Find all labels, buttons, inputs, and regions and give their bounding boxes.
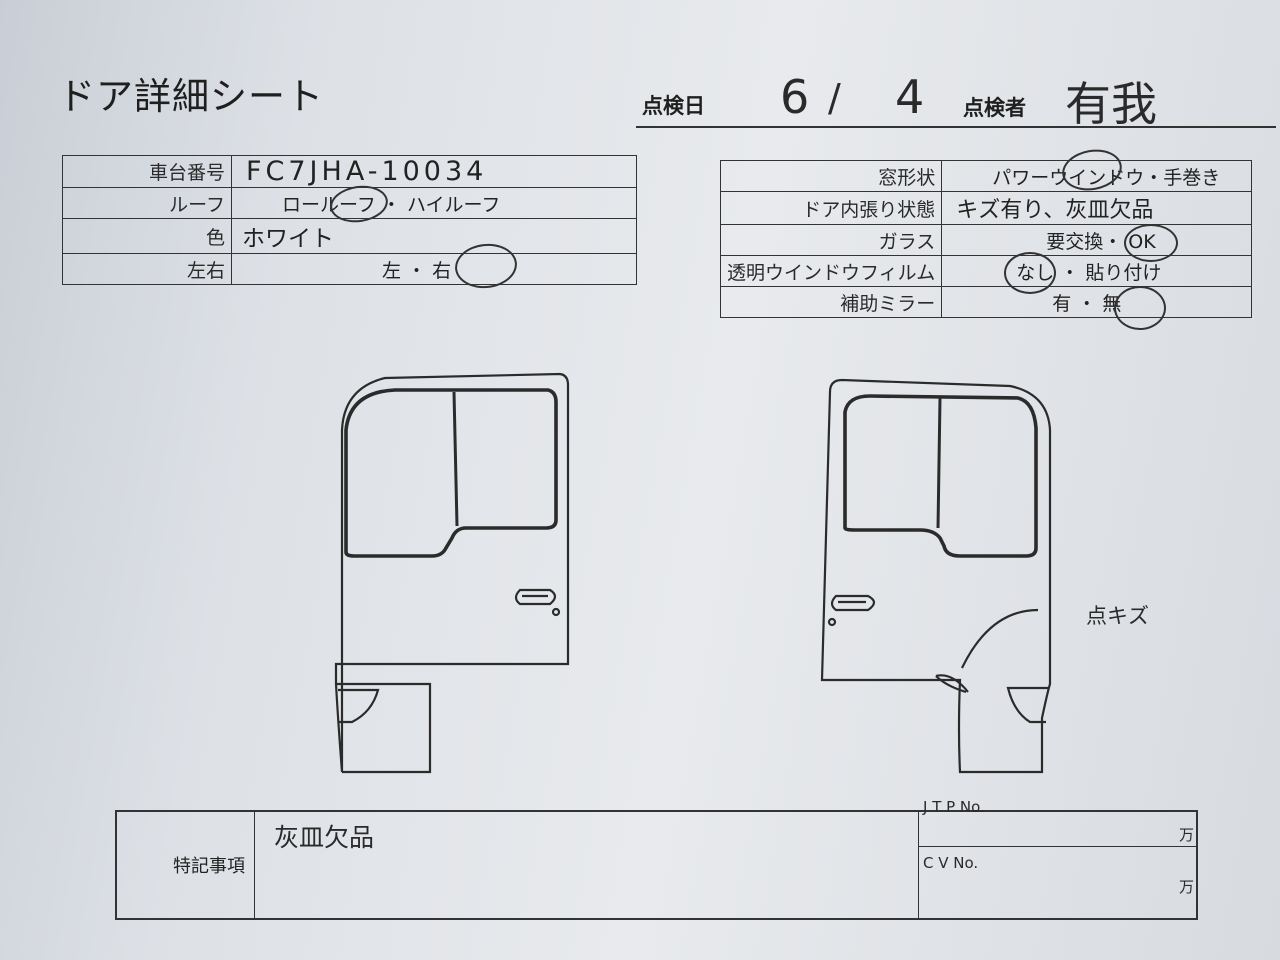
table-row: ルーフ ロールーフ ・ ハイルーフ bbox=[62, 187, 637, 219]
inspection-date-label: 点検日 bbox=[642, 94, 705, 118]
trim-condition-value: キズ有り、灰皿欠品 bbox=[941, 191, 1252, 225]
chassis-number-value: FC7JHA-10034 bbox=[231, 155, 637, 188]
mirror-none-circle bbox=[1114, 286, 1166, 330]
sheet-title: ドア詳細シート bbox=[58, 75, 324, 118]
number-cells: J T P No. 万 C V No. 万 bbox=[919, 798, 1196, 918]
color-label: 色 bbox=[62, 218, 232, 254]
aux-mirror-value: 有 ・ 無 bbox=[941, 286, 1252, 318]
jtp-label: J T P No. bbox=[923, 798, 985, 816]
jtp-unit: 万 bbox=[1179, 826, 1195, 844]
jtp-divider bbox=[919, 846, 1196, 847]
table-row: 色 ホワイト bbox=[62, 218, 637, 254]
window-type-value: パワーウインドウ・手巻き bbox=[941, 160, 1252, 192]
side-value: 左 ・ 右 bbox=[231, 253, 637, 285]
inspector-name: 有我 bbox=[1065, 77, 1157, 131]
notes-label-cell: 特記事項 bbox=[117, 812, 255, 918]
aux-mirror-label: 補助ミラー bbox=[719, 286, 943, 318]
right-door-drawing bbox=[820, 378, 1052, 774]
notes-box: 特記事項 灰皿欠品 J T P No. 万 C V No. 万 bbox=[115, 798, 1198, 920]
notes-body: 灰皿欠品 bbox=[274, 823, 375, 852]
window-type-label: 窓形状 bbox=[719, 160, 943, 192]
table-row: 補助ミラー 有 ・ 無 bbox=[719, 286, 1252, 318]
glass-ok-circle bbox=[1124, 224, 1178, 262]
glass-label: ガラス bbox=[719, 224, 943, 256]
table-row: 左右 左 ・ 右 bbox=[62, 253, 637, 285]
side-label: 左右 bbox=[62, 253, 232, 285]
cv-label: C V No. bbox=[923, 854, 979, 872]
roof-value: ロールーフ ・ ハイルーフ bbox=[231, 187, 637, 219]
notes-body-cell: 灰皿欠品 bbox=[254, 812, 919, 918]
header-rule bbox=[636, 126, 1276, 128]
inspection-date-month: 6 bbox=[780, 70, 810, 124]
left-door-drawing bbox=[334, 372, 570, 774]
table-row: 窓形状 パワーウインドウ・手巻き bbox=[719, 160, 1252, 192]
scratch-annotation: 点キズ bbox=[1086, 604, 1149, 628]
inspection-date-day: 4 bbox=[895, 70, 925, 124]
chassis-number-label: 車台番号 bbox=[62, 155, 232, 188]
table-row: 車台番号 FC7JHA-10034 bbox=[62, 155, 637, 188]
vehicle-info-table: 車台番号 FC7JHA-10034 ルーフ ロールーフ ・ ハイルーフ 色 ホワ… bbox=[62, 155, 637, 285]
inspector-label: 点検者 bbox=[963, 96, 1026, 120]
notes-label: 特記事項 bbox=[173, 856, 245, 877]
film-none-circle bbox=[1004, 252, 1056, 294]
inspection-date-separator: / bbox=[828, 76, 841, 120]
cv-unit: 万 bbox=[1179, 878, 1195, 896]
roof-label: ルーフ bbox=[62, 187, 232, 219]
